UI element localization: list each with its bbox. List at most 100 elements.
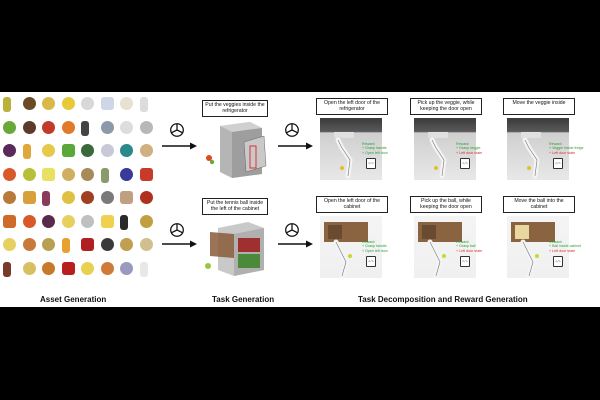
- asset-thumbnail: [81, 97, 94, 110]
- asset-thumbnail: [61, 214, 75, 228]
- subtask-label: Open the left door of the cabinet: [316, 196, 388, 213]
- robot-arm-image: [334, 132, 354, 179]
- asset-thumbnail: [42, 144, 55, 157]
- asset-thumbnail: [3, 144, 16, 157]
- asset-thumbnail: [61, 97, 75, 110]
- asset-thumbnail: [22, 261, 36, 275]
- asset-thumbnail: [139, 261, 148, 277]
- arrow-right-icon: [162, 240, 197, 248]
- asset-thumbnail: [61, 120, 75, 134]
- code-file-icon: </>: [460, 158, 470, 169]
- caption-decomposition: Task Decomposition and Reward Generation: [358, 295, 528, 304]
- asset-thumbnail: [100, 261, 114, 275]
- asset-grid: [0, 95, 160, 288]
- asset-thumbnail: [139, 238, 153, 251]
- reward-item: + Grasp handle: [362, 244, 387, 249]
- asset-thumbnail: [139, 97, 148, 112]
- reward-block: Reward:+ Veggie inside fridge+ Left door…: [549, 142, 583, 155]
- asset-thumbnail: [120, 191, 133, 204]
- code-file-icon: </>: [460, 256, 470, 267]
- asset-thumbnail: [22, 167, 36, 181]
- reward-item: + Left door state: [456, 150, 483, 155]
- asset-thumbnail: [120, 167, 133, 181]
- robot-arm-image: [428, 132, 448, 179]
- asset-thumbnail: [42, 191, 50, 206]
- asset-thumbnail: [81, 144, 94, 157]
- robot-arm-image: [418, 222, 462, 278]
- asset-thumbnail: [139, 167, 153, 181]
- openai-logo-icon: [170, 123, 184, 137]
- task-instruction-2: Put the tennis ball inside the left of t…: [202, 198, 268, 215]
- asset-thumbnail: [81, 120, 89, 136]
- robot-arm-image: [511, 222, 555, 278]
- asset-thumbnail: [42, 238, 55, 251]
- asset-thumbnail: [81, 167, 94, 181]
- simulation-scene: [414, 118, 476, 180]
- asset-thumbnail: [139, 144, 153, 157]
- openai-logo-icon: [285, 223, 299, 237]
- asset-thumbnail: [100, 144, 114, 157]
- reward-item: + Grasp ball: [456, 244, 476, 249]
- reward-title: Reward:: [549, 142, 563, 146]
- reward-block: Reward:+ Ball inside cabinet+ Left door …: [549, 240, 581, 253]
- asset-thumbnail: [3, 167, 16, 181]
- openai-logo-icon: [170, 223, 184, 237]
- asset-thumbnail: [100, 97, 114, 110]
- subtask-label: Move the ball into the cabinet: [503, 196, 575, 213]
- asset-thumbnail: [42, 97, 55, 110]
- reward-item: + Ball inside cabinet: [549, 244, 582, 249]
- arrow-right-icon: [278, 240, 313, 248]
- subtask-label: Pick up the veggie, while keeping the do…: [410, 98, 482, 115]
- asset-thumbnail: [100, 214, 114, 228]
- asset-thumbnail: [61, 191, 75, 204]
- reward-title: Reward:: [362, 142, 376, 146]
- asset-thumbnail: [120, 214, 128, 230]
- asset-thumbnail: [139, 120, 153, 134]
- reward-title: Reward:: [456, 142, 470, 146]
- reward-item: + Veggie inside fridge: [549, 146, 584, 151]
- asset-thumbnail: [61, 144, 75, 157]
- code-file-icon: </>: [553, 158, 563, 169]
- simulation-scene: [507, 118, 569, 180]
- asset-thumbnail: [139, 214, 153, 228]
- code-file-icon: </>: [553, 256, 563, 267]
- asset-thumbnail: [120, 261, 133, 275]
- asset-thumbnail: [120, 97, 133, 110]
- reward-title: Reward:: [549, 240, 563, 244]
- asset-thumbnail: [22, 214, 36, 228]
- task-instruction-1: Put the veggies inside the refrigerator: [202, 100, 268, 117]
- reward-block: Reward:+ Grasp veggie+ Left door state: [456, 142, 482, 155]
- asset-thumbnail: [81, 214, 94, 228]
- asset-thumbnail: [81, 261, 94, 275]
- openai-logo-icon: [285, 123, 299, 137]
- asset-thumbnail: [120, 120, 133, 134]
- caption-asset-generation: Asset Generation: [40, 295, 107, 304]
- reward-item: + Grasp veggie: [456, 146, 481, 151]
- reward-block: Reward:+ Grasp handle+ Open left door: [362, 240, 388, 253]
- robot-arm-image: [324, 222, 368, 278]
- asset-thumbnail: [139, 191, 153, 204]
- code-file-icon: </>: [366, 158, 376, 169]
- asset-thumbnail: [22, 120, 36, 134]
- asset-thumbnail: [3, 191, 16, 204]
- asset-thumbnail: [3, 261, 11, 277]
- cabinet-image: [205, 222, 264, 276]
- reward-title: Reward:: [456, 240, 470, 244]
- robot-arm-image: [521, 132, 541, 179]
- asset-thumbnail: [100, 238, 114, 251]
- asset-thumbnail: [81, 191, 94, 204]
- asset-thumbnail: [42, 167, 55, 181]
- asset-thumbnail: [22, 97, 36, 110]
- reward-item: + Open left door: [362, 150, 388, 155]
- simulation-scene: [414, 216, 476, 278]
- asset-thumbnail: [120, 144, 133, 157]
- asset-thumbnail: [61, 167, 75, 181]
- reward-item: + Grasp handle: [362, 146, 387, 151]
- asset-thumbnail: [120, 238, 133, 251]
- asset-thumbnail: [42, 120, 55, 134]
- asset-thumbnail: [100, 167, 109, 183]
- asset-thumbnail: [42, 214, 55, 228]
- subtask-label: Move the veggie inside: [503, 98, 575, 115]
- simulation-scene: [320, 118, 382, 180]
- asset-thumbnail: [42, 261, 55, 275]
